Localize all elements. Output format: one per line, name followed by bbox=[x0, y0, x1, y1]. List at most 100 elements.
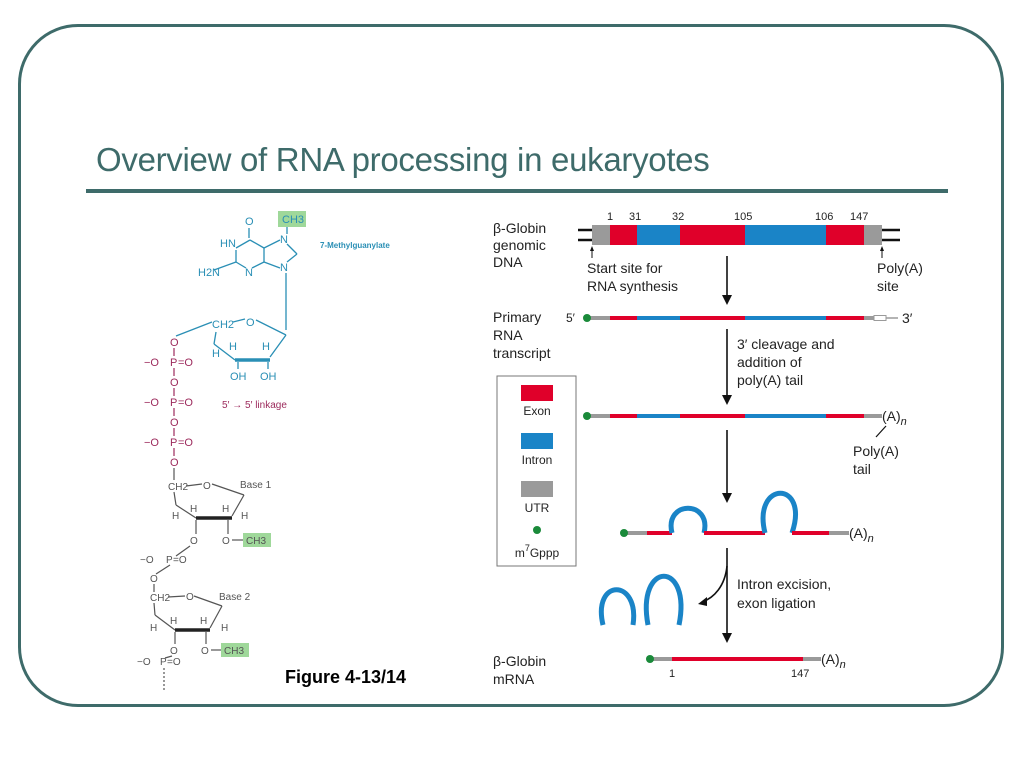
atom-h: H bbox=[222, 504, 229, 515]
exon-segment bbox=[680, 414, 745, 418]
primary-label-line3: transcript bbox=[493, 345, 551, 361]
base-1-label: Base 1 bbox=[240, 480, 272, 491]
utr-segment bbox=[588, 316, 610, 320]
intron-segment bbox=[637, 414, 680, 418]
polya-tail-label-line1: Poly(A) bbox=[853, 443, 899, 459]
atom-n9: N bbox=[280, 262, 288, 274]
arrow-head-icon bbox=[722, 395, 732, 405]
utr-segment bbox=[864, 225, 882, 245]
cap-dot-icon bbox=[583, 412, 591, 420]
methylguanylate-label: 7-Methylguanylate bbox=[320, 241, 390, 250]
atom-h: H bbox=[241, 511, 248, 522]
exon-segment bbox=[680, 225, 745, 245]
methyl-highlight bbox=[243, 533, 271, 547]
atom-o: O bbox=[150, 574, 158, 585]
three-prime-label: 3′ bbox=[902, 310, 913, 326]
mrna-an: (A)n bbox=[821, 651, 846, 671]
mrna-end-number: 147 bbox=[791, 668, 809, 680]
atom-p: P bbox=[160, 657, 167, 668]
intron-segment bbox=[745, 414, 826, 418]
legend-label-intron: Intron bbox=[522, 453, 553, 467]
mrna-start-number: 1 bbox=[669, 668, 675, 680]
atom-h: H bbox=[170, 616, 177, 627]
polyadenylated-transcript-bar bbox=[583, 412, 882, 420]
genomic-label-line2: genomic bbox=[493, 237, 546, 253]
exon-number: 105 bbox=[734, 211, 752, 223]
base-2-label: Base 2 bbox=[219, 592, 251, 603]
utr-open-end bbox=[873, 315, 887, 321]
exon-segment bbox=[610, 225, 637, 245]
atom-ring-o: O bbox=[186, 592, 194, 603]
polya-site-label-line2: site bbox=[877, 278, 899, 294]
slide-title: Overview of RNA processing in eukaryotes bbox=[96, 141, 710, 178]
title-underline bbox=[86, 189, 948, 193]
atom-ch3: CH3 bbox=[246, 536, 266, 547]
excision-branch-arrow bbox=[701, 565, 728, 603]
utr-segment bbox=[829, 531, 849, 535]
cleavage-label-line3: poly(A) tail bbox=[737, 372, 803, 388]
exon-segment bbox=[672, 657, 803, 661]
figure-caption: Figure 4-13/14 bbox=[285, 667, 407, 687]
atom-o-minus: −O bbox=[144, 437, 159, 449]
legend-swatch-utr bbox=[521, 481, 553, 497]
utr-segment bbox=[864, 316, 874, 320]
exon-segment bbox=[647, 531, 672, 535]
genomic-gene-bar bbox=[592, 225, 882, 245]
atom-h: H bbox=[150, 623, 157, 634]
atom-o: O bbox=[170, 337, 179, 349]
atom-o: O bbox=[170, 417, 179, 429]
utr-segment bbox=[651, 657, 672, 661]
atom-h: H bbox=[262, 341, 270, 353]
primary-transcript-bar bbox=[583, 314, 898, 322]
mrna-label-line2: mRNA bbox=[493, 671, 535, 687]
mrna-bar bbox=[646, 655, 821, 663]
exon-segment bbox=[826, 316, 864, 320]
dna-strands bbox=[578, 228, 900, 242]
legend-swatch-intron bbox=[521, 433, 553, 449]
utr-segment bbox=[627, 531, 647, 535]
intron-segment bbox=[745, 316, 826, 320]
atom-p: P bbox=[166, 555, 173, 566]
methylguanylate: CH3 O HN H2N N N N bbox=[175, 211, 306, 383]
legend-swatch-cap-icon bbox=[533, 526, 541, 534]
atom-o: O bbox=[201, 646, 209, 657]
atom-hn: HN bbox=[220, 238, 236, 250]
excision-label-line2: exon ligation bbox=[737, 595, 816, 611]
exon-segment bbox=[704, 531, 765, 535]
atom-dbl-o: =O bbox=[178, 357, 193, 369]
intron-segment bbox=[637, 225, 680, 245]
utr-segment bbox=[592, 225, 610, 245]
exon-segment bbox=[792, 531, 829, 535]
atom-o-minus: −O bbox=[137, 657, 151, 668]
exon-segment bbox=[826, 414, 864, 418]
arrow-head-icon bbox=[722, 493, 732, 503]
atom-o: O bbox=[170, 646, 178, 657]
start-site-label-line1: Start site for bbox=[587, 260, 663, 276]
atom-ch3: CH3 bbox=[282, 214, 304, 226]
excised-intron bbox=[598, 587, 637, 626]
arrow-head-icon bbox=[722, 295, 732, 305]
atom-ring-o: O bbox=[246, 317, 255, 329]
exon-number: 106 bbox=[815, 211, 833, 223]
nucleotide-1: CH2 O Base 1 H H H H O O CH3 bbox=[168, 468, 272, 557]
atom-ch2: CH2 bbox=[212, 319, 234, 331]
linkage-label: 5′ → 5′ linkage bbox=[222, 400, 287, 411]
atom-dbl-o: =O bbox=[173, 555, 187, 566]
five-prime-label: 5′ bbox=[566, 311, 576, 325]
polya-site-label-line1: Poly(A) bbox=[877, 260, 923, 276]
utr-segment bbox=[864, 414, 882, 418]
atom-dbl-o: =O bbox=[178, 437, 193, 449]
atom-ch2: CH2 bbox=[150, 593, 170, 604]
exon-number: 147 bbox=[850, 211, 868, 223]
atom-o: O bbox=[222, 536, 230, 547]
atom-h: H bbox=[229, 341, 237, 353]
exon-segment bbox=[610, 316, 637, 320]
atom-h: H bbox=[172, 511, 179, 522]
atom-o: O bbox=[245, 216, 254, 228]
exon-number: 32 bbox=[672, 211, 684, 223]
exon-number: 31 bbox=[629, 211, 641, 223]
arrow-head-icon bbox=[722, 633, 732, 643]
methyl-highlight bbox=[221, 643, 249, 657]
atom-oh: OH bbox=[230, 371, 247, 383]
looped-transcript bbox=[620, 490, 849, 537]
